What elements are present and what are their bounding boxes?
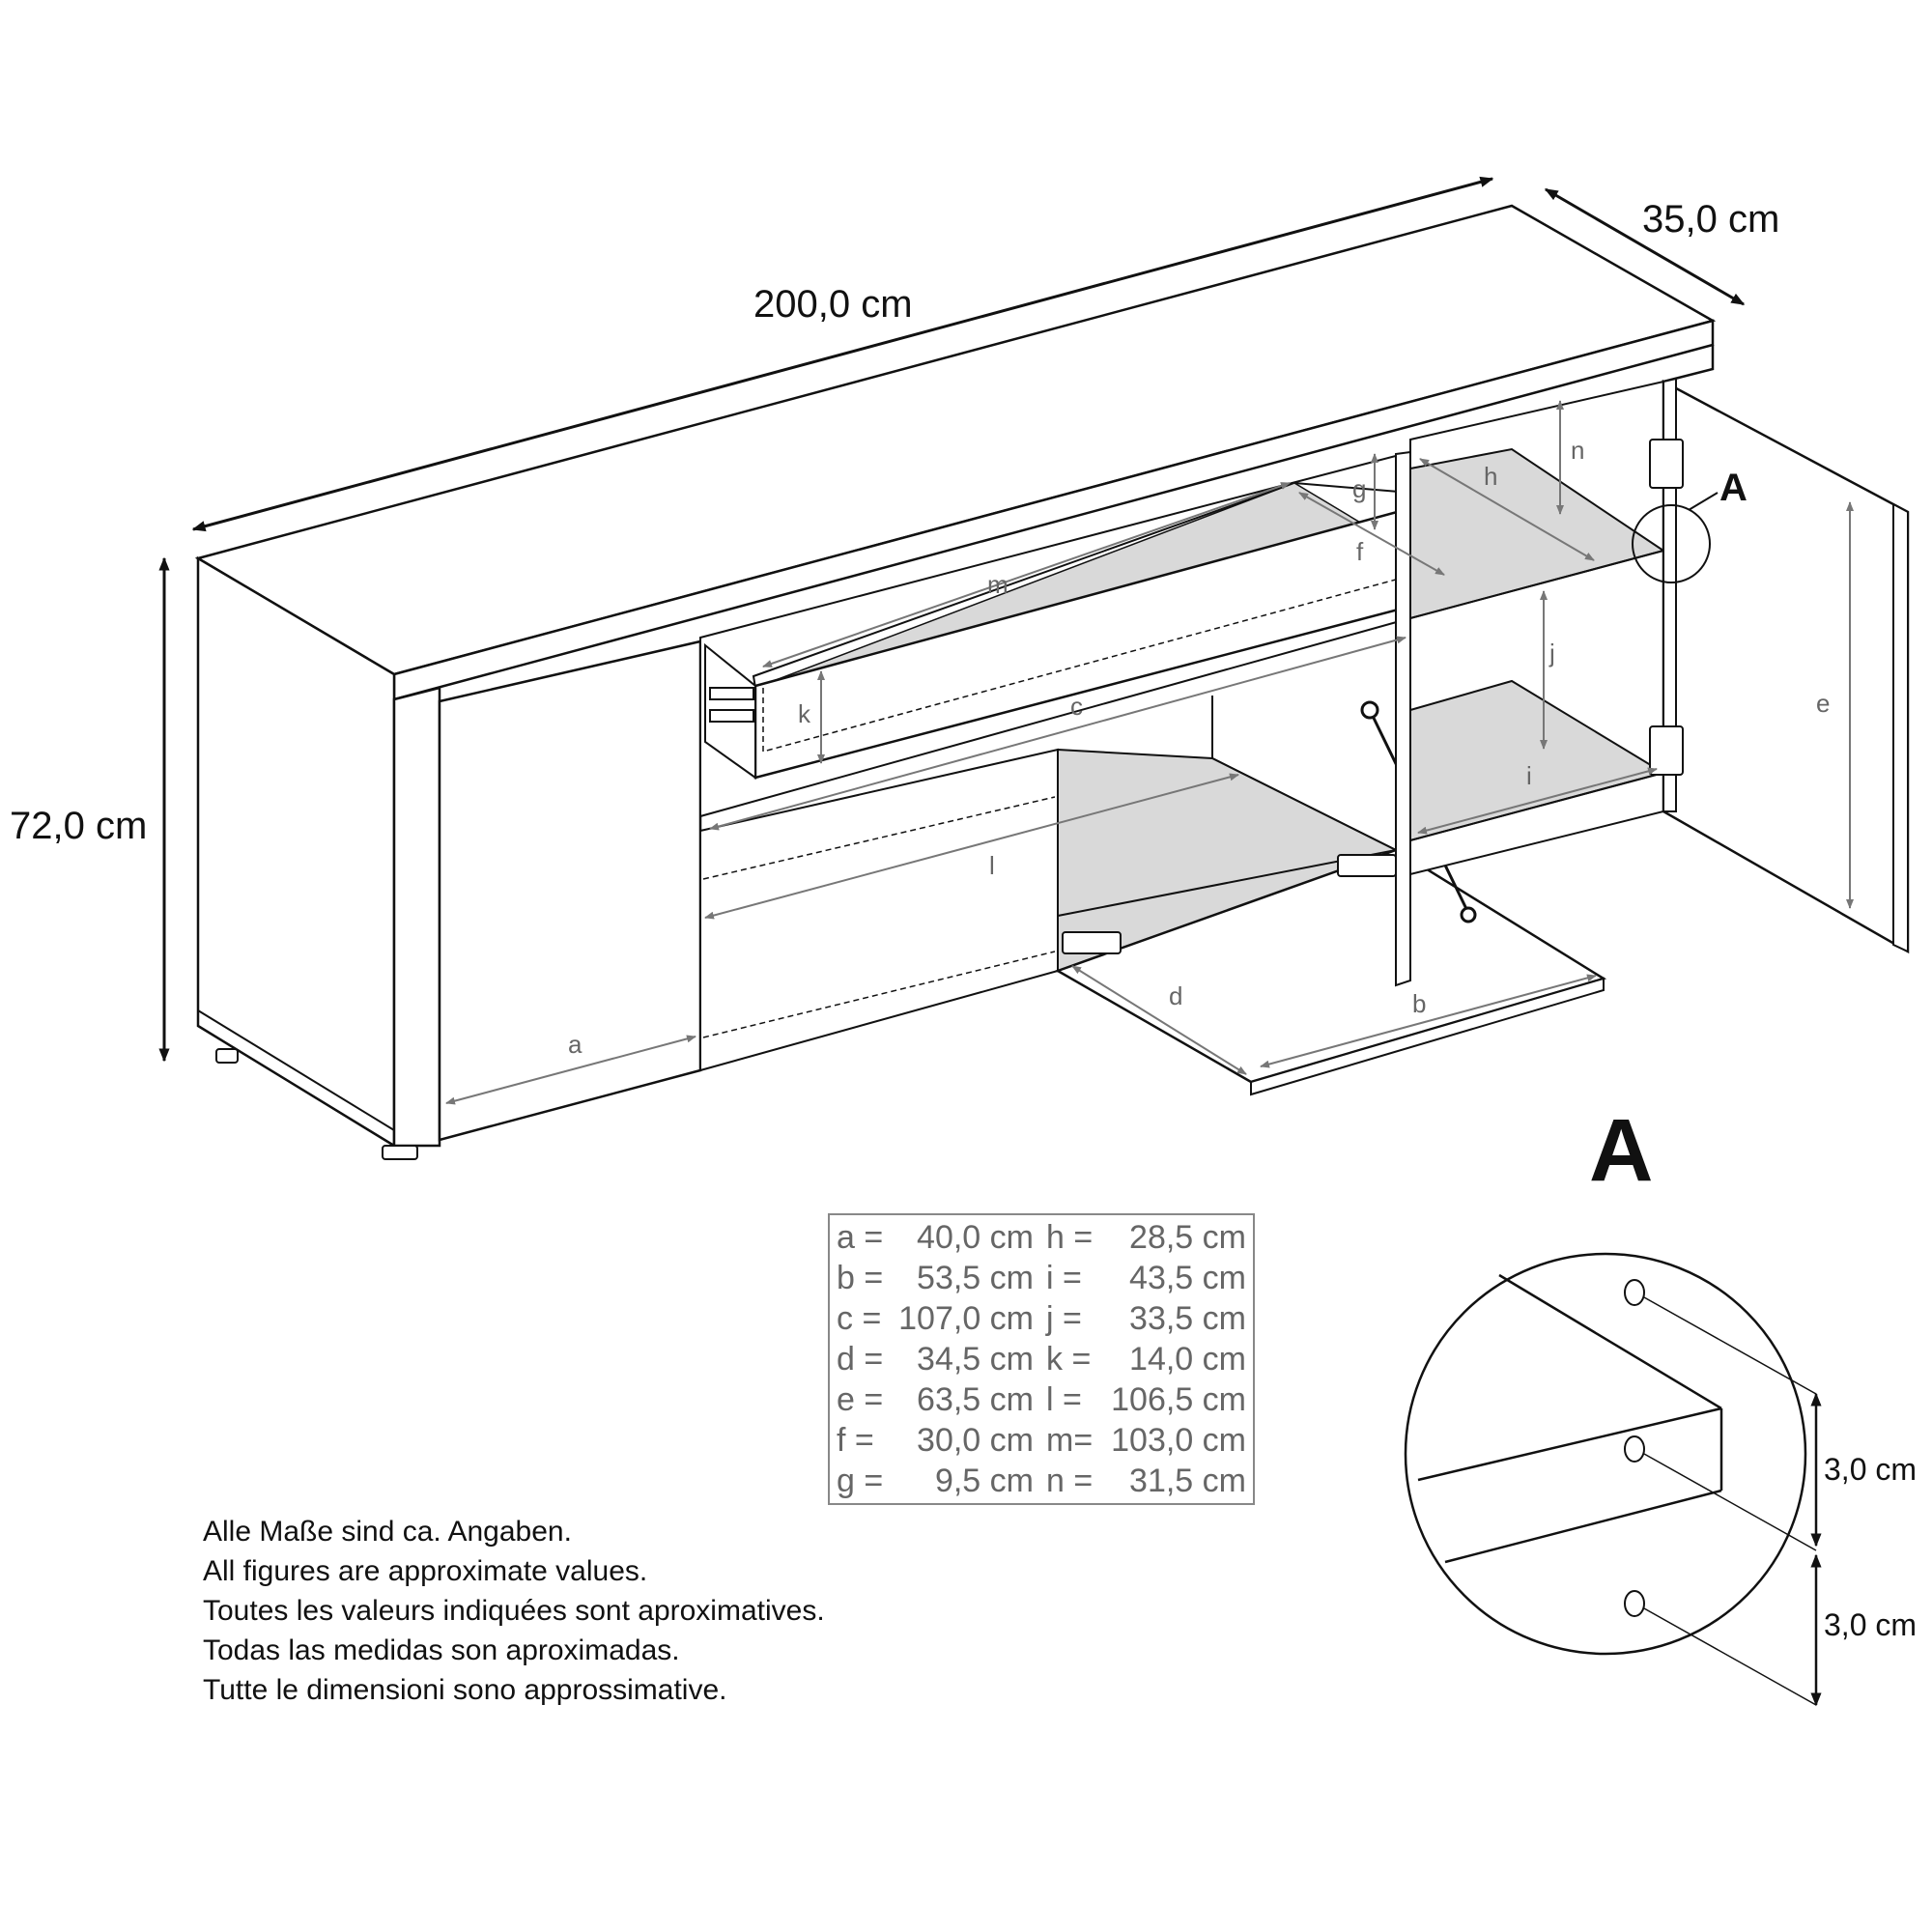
foot xyxy=(215,1048,239,1064)
label-i: i xyxy=(1526,761,1532,790)
dim-i xyxy=(1417,767,1658,835)
note-line: Toutes les valeurs indiquées sont aproxi… xyxy=(203,1595,825,1627)
hinge xyxy=(1649,439,1684,489)
cabinet-left-stile xyxy=(392,686,441,1148)
letter-dimension-lines xyxy=(445,400,1854,1105)
label-n: n xyxy=(1571,436,1584,465)
approximation-notes: Alle Maße sind ca. Angaben. All figures … xyxy=(203,1516,825,1706)
dim-d xyxy=(1071,965,1247,1075)
dim-h xyxy=(1419,458,1595,561)
legend-key: h = xyxy=(1046,1219,1093,1256)
legend-key: g = xyxy=(837,1463,883,1499)
detail-dim-upper: 3,0 cm xyxy=(1824,1452,1917,1487)
label-f: f xyxy=(1356,537,1364,566)
label-l: l xyxy=(989,851,995,880)
pin-hole xyxy=(1624,1590,1645,1617)
cabinet-right-edge xyxy=(1662,345,1715,384)
dim-a xyxy=(445,1035,696,1105)
width-label: 200,0 cm xyxy=(753,283,913,326)
label-m: m xyxy=(987,570,1009,599)
legend-key: d = xyxy=(837,1341,883,1378)
foot xyxy=(382,1145,418,1160)
legend-border xyxy=(828,1213,1255,1505)
legend-value: 40,0 cm xyxy=(917,1219,1034,1256)
legend-value: 53,5 cm xyxy=(917,1260,1034,1296)
label-a: a xyxy=(568,1030,582,1059)
letter-dimension-labels: a b c d e f g h i j k l m n xyxy=(568,436,1830,1059)
dim-l xyxy=(704,773,1239,920)
label-e: e xyxy=(1816,689,1830,718)
legend-value: 9,5 cm xyxy=(935,1463,1034,1499)
dim-b xyxy=(1260,974,1597,1068)
legend-key: a = xyxy=(837,1219,883,1256)
dim-m xyxy=(762,482,1291,668)
label-j: j xyxy=(1548,639,1555,668)
detail-callout-label: A xyxy=(1719,467,1747,509)
label-h: h xyxy=(1484,462,1497,491)
pin-hole xyxy=(1624,1435,1645,1463)
label-d: d xyxy=(1169,981,1182,1010)
hinge xyxy=(1062,931,1122,954)
flap-hinges xyxy=(1062,854,1397,954)
right-door-hinges xyxy=(1649,439,1684,776)
legend-key: l = xyxy=(1046,1381,1082,1418)
legend-key: j = xyxy=(1045,1300,1082,1337)
note-line: Alle Maße sind ca. Angaben. xyxy=(203,1516,572,1548)
depth-dimension-line xyxy=(1544,187,1746,306)
legend-key: n = xyxy=(1046,1463,1093,1499)
detail-view-a: A 3,0 cm 3,0 cm xyxy=(1404,1101,1917,1707)
detail-leader-lines xyxy=(1643,1296,1817,1706)
right-door-edge-outer xyxy=(1892,502,1909,953)
legend-right-column: h = 28,5 cm i = 43,5 cm j = 33,5 cm k = … xyxy=(1045,1219,1246,1499)
detail-title: A xyxy=(1589,1101,1653,1200)
middle-divider xyxy=(1395,450,1411,987)
legend-value: 107,0 cm xyxy=(898,1300,1034,1337)
legend-value: 28,5 cm xyxy=(1129,1219,1246,1256)
dim-f xyxy=(1298,492,1445,576)
note-line: Todas las medidas son aproximadas. xyxy=(203,1634,680,1666)
detail-dim-lower: 3,0 cm xyxy=(1824,1607,1917,1642)
label-g: g xyxy=(1352,474,1366,503)
pin-hole xyxy=(1624,1279,1645,1306)
label-b: b xyxy=(1412,989,1426,1018)
note-line: All figures are approximate values. xyxy=(203,1555,647,1587)
legend-key: c = xyxy=(837,1300,881,1337)
legend-key: e = xyxy=(837,1381,883,1418)
label-k: k xyxy=(798,699,811,728)
legend-value: 30,0 cm xyxy=(917,1422,1034,1459)
legend-key: m= xyxy=(1046,1422,1093,1459)
legend-key: i = xyxy=(1046,1260,1082,1296)
label-c: c xyxy=(1070,692,1083,721)
right-door xyxy=(1662,379,1910,954)
dimension-legend: a = 40,0 cm b = 53,5 cm c = 107,0 cm d =… xyxy=(828,1213,1255,1505)
legend-value: 31,5 cm xyxy=(1129,1463,1246,1499)
legend-key: b = xyxy=(837,1260,883,1296)
overall-dimension-lines xyxy=(158,176,1746,1063)
note-line: Tutte le dimensioni sono approssimative. xyxy=(203,1674,727,1706)
legend-value: 106,5 cm xyxy=(1111,1381,1246,1418)
legend-key: f = xyxy=(837,1422,874,1459)
shelf-pin-holes xyxy=(1624,1279,1645,1617)
legend-left-column: a = 40,0 cm b = 53,5 cm c = 107,0 cm d =… xyxy=(837,1219,1034,1499)
legend-value: 34,5 cm xyxy=(917,1341,1034,1378)
detail-circle xyxy=(1404,1252,1807,1656)
left-door xyxy=(438,639,702,1142)
hinge xyxy=(1337,854,1397,877)
detail-shelf xyxy=(1417,1273,1723,1564)
legend-value: 33,5 cm xyxy=(1129,1300,1246,1337)
detail-callout-circle xyxy=(1632,504,1711,583)
width-dimension-line xyxy=(191,176,1494,532)
depth-label: 35,0 cm xyxy=(1642,198,1779,241)
legend-value: 103,0 cm xyxy=(1111,1422,1246,1459)
cabinet-feet xyxy=(215,1048,418,1160)
hinge xyxy=(1649,725,1684,776)
height-label: 72,0 cm xyxy=(10,805,147,847)
legend-value: 63,5 cm xyxy=(917,1381,1034,1418)
legend-value: 14,0 cm xyxy=(1129,1341,1246,1378)
legend-key: k = xyxy=(1046,1341,1091,1378)
legend-value: 43,5 cm xyxy=(1129,1260,1246,1296)
